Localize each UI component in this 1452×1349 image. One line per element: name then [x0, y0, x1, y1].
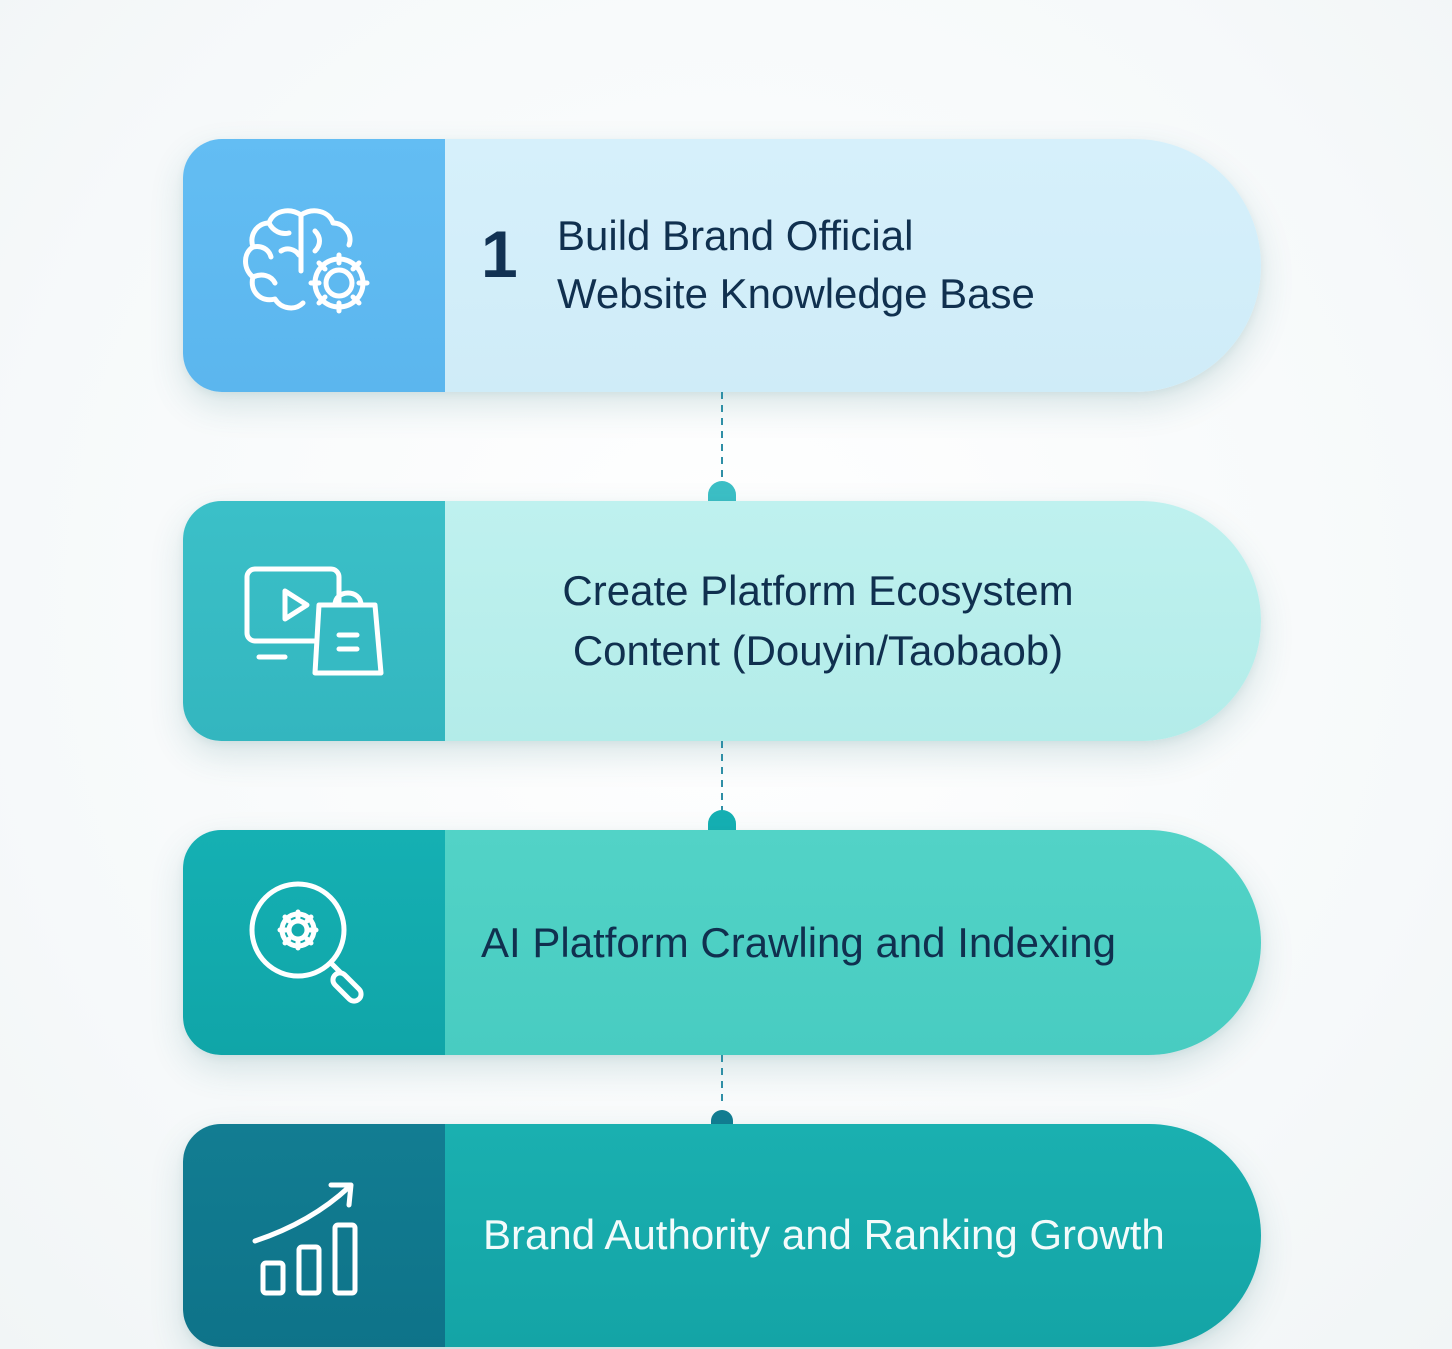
- step-4-label: Brand Authority and Ranking Growth: [483, 1211, 1165, 1258]
- step-1-text-panel: 1 Build Brand Official Website Knowledge…: [445, 139, 1261, 392]
- connector-knob: [711, 1110, 733, 1128]
- search-gear-icon: [249, 881, 364, 1004]
- process-step-3: AI Platform Crawling and Indexing: [183, 830, 1261, 1055]
- connector-dashed-line: [721, 1055, 723, 1106]
- step-2-text-panel: Create Platform Ecosystem Content (Douyi…: [445, 501, 1261, 741]
- brain-gear-icon: [243, 207, 370, 313]
- step-3-label: AI Platform Crawling and Indexing: [481, 919, 1116, 966]
- video-shopping-bag-icon: [244, 566, 384, 676]
- connector-dashed-line: [721, 392, 723, 483]
- process-step-1: 1 Build Brand Official Website Knowledge…: [183, 139, 1261, 392]
- step-number: 1: [481, 217, 518, 291]
- step-1-icon-panel: [183, 139, 445, 392]
- connector-3: [711, 1055, 733, 1128]
- step-1-label-line-2: Website Knowledge Base: [557, 270, 1035, 317]
- connector-dashed-line: [721, 741, 723, 812]
- process-step-4: Brand Authority and Ranking Growth: [183, 1124, 1261, 1347]
- process-step-2: Create Platform Ecosystem Content (Douyi…: [183, 501, 1261, 741]
- step-4-icon-panel: [183, 1124, 445, 1347]
- step-4-text-panel: Brand Authority and Ranking Growth: [445, 1124, 1261, 1347]
- step-2-label: Create Platform Ecosystem Content (Douyi…: [445, 561, 1261, 681]
- step-1-label: Build Brand Official Website Knowledge B…: [557, 207, 1035, 323]
- step-3-icon-panel: [183, 830, 445, 1055]
- connector-2: [708, 741, 736, 834]
- step-2-label-line-1: Create Platform Ecosystem: [562, 567, 1074, 614]
- step-1-label-line-1: Build Brand Official: [557, 212, 914, 259]
- step-3-text-panel: AI Platform Crawling and Indexing: [445, 830, 1261, 1055]
- connector-1: [708, 392, 736, 505]
- growth-chart-icon: [252, 1182, 358, 1295]
- step-2-icon-panel: [183, 501, 445, 741]
- step-2-label-line-2: Content (Douyin/Taobaob): [572, 627, 1064, 674]
